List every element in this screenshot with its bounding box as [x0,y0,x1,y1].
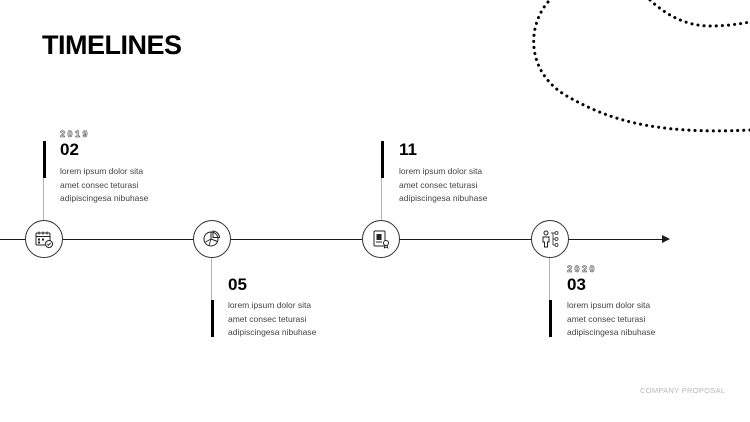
certificate-icon [373,230,389,249]
description-line: adipiscingesa nibuhase [567,327,656,337]
timeline-node[interactable] [25,220,63,258]
timeline-node[interactable] [531,220,569,258]
event-number: 11 [399,140,417,159]
event-year: 2019 [60,129,91,140]
footer-label: COMPANY PROPOSAL [640,386,726,395]
connector-line [549,258,550,300]
accent-bar [549,300,552,337]
description-line: amet consec teturasi [567,313,646,324]
description-line: lorem ipsum dolor sita [60,166,144,176]
accent-bar [43,141,46,178]
description-line: lorem ipsum dolor sita [567,300,651,310]
description-line: lorem ipsum dolor sita [399,166,483,176]
accent-bar [381,141,384,178]
event-description: lorem ipsum dolor sita amet consec tetur… [228,299,358,340]
description-line: adipiscingesa nibuhase [399,193,488,203]
description-line: amet consec teturasi [228,313,307,324]
timeline-node[interactable] [362,220,400,258]
event-description: lorem ipsum dolor sita amet consec tetur… [399,165,529,206]
event-description: lorem ipsum dolor sita amet consec tetur… [567,299,697,340]
connector-line [381,178,382,220]
event-year: 2020 [567,264,598,275]
description-line: adipiscingesa nibuhase [60,193,149,203]
timeline-arrow-head [662,235,670,243]
page-title: TIMELINES [42,30,182,60]
calendar-check-icon [35,231,53,248]
description-line: lorem ipsum dolor sita [228,300,312,310]
description-line: adipiscingesa nibuhase [228,327,317,337]
event-number: 03 [567,275,586,294]
accent-bar [211,300,214,337]
timeline-axis [0,239,662,240]
timeline-node[interactable] [193,220,231,258]
pie-chart-icon [203,230,221,247]
description-line: amet consec teturasi [399,179,478,190]
person-network-icon [542,230,559,248]
event-description: lorem ipsum dolor sita amet consec tetur… [60,165,190,206]
event-number: 05 [228,275,247,294]
description-line: amet consec teturasi [60,179,139,190]
event-number: 02 [60,140,79,159]
connector-line [211,258,212,300]
connector-line [43,178,44,220]
dotted-curve-decoration [532,0,750,133]
